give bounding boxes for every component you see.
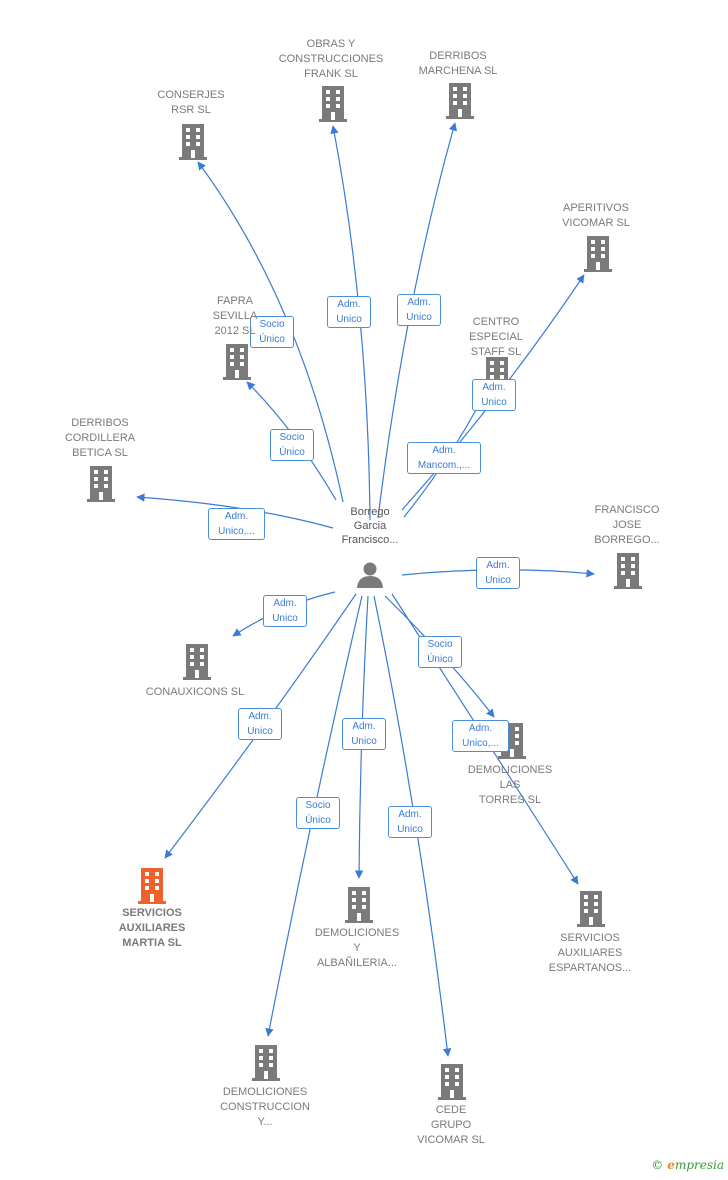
edge-role-label-obras[interactable]: Adm. Unico [327, 296, 371, 328]
edge-role-label-derribos-marchena[interactable]: Adm. Unico [397, 294, 441, 326]
building-icon[interactable] [577, 891, 605, 927]
edge-role-label-servicios-martia[interactable]: Adm. Unico [238, 708, 282, 740]
building-icon[interactable] [252, 1045, 280, 1081]
edge-role-label-demoliciones-albanileria[interactable]: Adm. Unico [342, 718, 386, 750]
brand-initial: e [667, 1158, 675, 1172]
brand-name: mpresia [674, 1158, 724, 1172]
company-label-conserjes[interactable]: CONSERJES RSR SL [157, 89, 225, 116]
building-icon[interactable] [179, 124, 207, 160]
copyright-symbol: © [651, 1158, 664, 1172]
company-label-obras[interactable]: OBRAS Y CONSTRUCCIONES FRANK SL [278, 38, 384, 80]
company-label-derribos-cordillera[interactable]: DERRIBOS CORDILLERA BETICA SL [64, 417, 136, 459]
company-label-cede[interactable]: CEDE GRUPO VICOMAR SL [417, 1104, 485, 1146]
building-icon[interactable] [138, 868, 166, 904]
person-icon[interactable] [357, 562, 383, 589]
company-label-servicios-martia[interactable]: SERVICIOS AUXILIARES MARTIA SL [118, 907, 186, 949]
company-label-servicios-espartanos[interactable]: SERVICIOS AUXILIARES ESPARTANOS... [548, 932, 632, 974]
company-label-aperitivos[interactable]: APERITIVOS VICOMAR SL [562, 202, 630, 229]
building-icon[interactable] [614, 553, 642, 589]
building-icon[interactable] [438, 1064, 466, 1100]
building-icon[interactable] [223, 344, 251, 380]
company-label-centro[interactable]: CENTRO ESPECIAL STAFF SL [469, 316, 523, 358]
edge-role-label-centro[interactable]: Adm. Mancom.,... [407, 442, 481, 474]
edge-role-label-conserjes[interactable]: Socio Único [250, 316, 294, 348]
company-label-demoliciones-torres[interactable]: DEMOLICIONES LAS TORRES SL [467, 764, 553, 806]
edge-role-label-aperitivos[interactable]: Adm. Unico [472, 379, 516, 411]
building-icon[interactable] [584, 236, 612, 272]
company-label-francisco[interactable]: FRANCISCO JOSE BORREGO... [594, 504, 660, 546]
edge-role-label-conauxicons[interactable]: Adm. Unico [263, 595, 307, 627]
building-icon[interactable] [87, 466, 115, 502]
building-icon[interactable] [345, 887, 373, 923]
building-icon[interactable] [319, 86, 347, 122]
edge-role-label-fapra[interactable]: Socio Único [270, 429, 314, 461]
company-label-demoliciones-albanileria[interactable]: DEMOLICIONES Y ALBAÑILERIA... [314, 927, 400, 969]
company-label-demoliciones-construccion[interactable]: DEMOLICIONES CONSTRUCCION Y... [220, 1086, 310, 1128]
copyright-credit: ©empresia [651, 1158, 724, 1172]
edge-role-label-cede[interactable]: Adm. Unico [388, 806, 432, 838]
building-icon[interactable] [183, 644, 211, 680]
company-label-conauxicons[interactable]: CONAUXICONS SL [145, 686, 245, 698]
edge-role-label-francisco[interactable]: Adm. Unico [476, 557, 520, 589]
edge-role-label-servicios-espartanos[interactable]: Adm. Unico,... [452, 720, 509, 752]
edge-role-label-derribos-cordillera[interactable]: Adm. Unico,... [208, 508, 265, 540]
building-icon[interactable] [446, 83, 474, 119]
company-label-fapra[interactable]: FAPRA SEVILLA 2012 SL [212, 295, 258, 337]
company-label-derribos-marchena[interactable]: DERRIBOS MARCHENA SL [418, 50, 498, 77]
edge-role-label-demoliciones-construccion[interactable]: Socio Único [296, 797, 340, 829]
edge-role-label-demoliciones-torres[interactable]: Socio Único [418, 636, 462, 668]
person-name-label[interactable]: Borrego Garcia Francisco... [341, 506, 399, 546]
